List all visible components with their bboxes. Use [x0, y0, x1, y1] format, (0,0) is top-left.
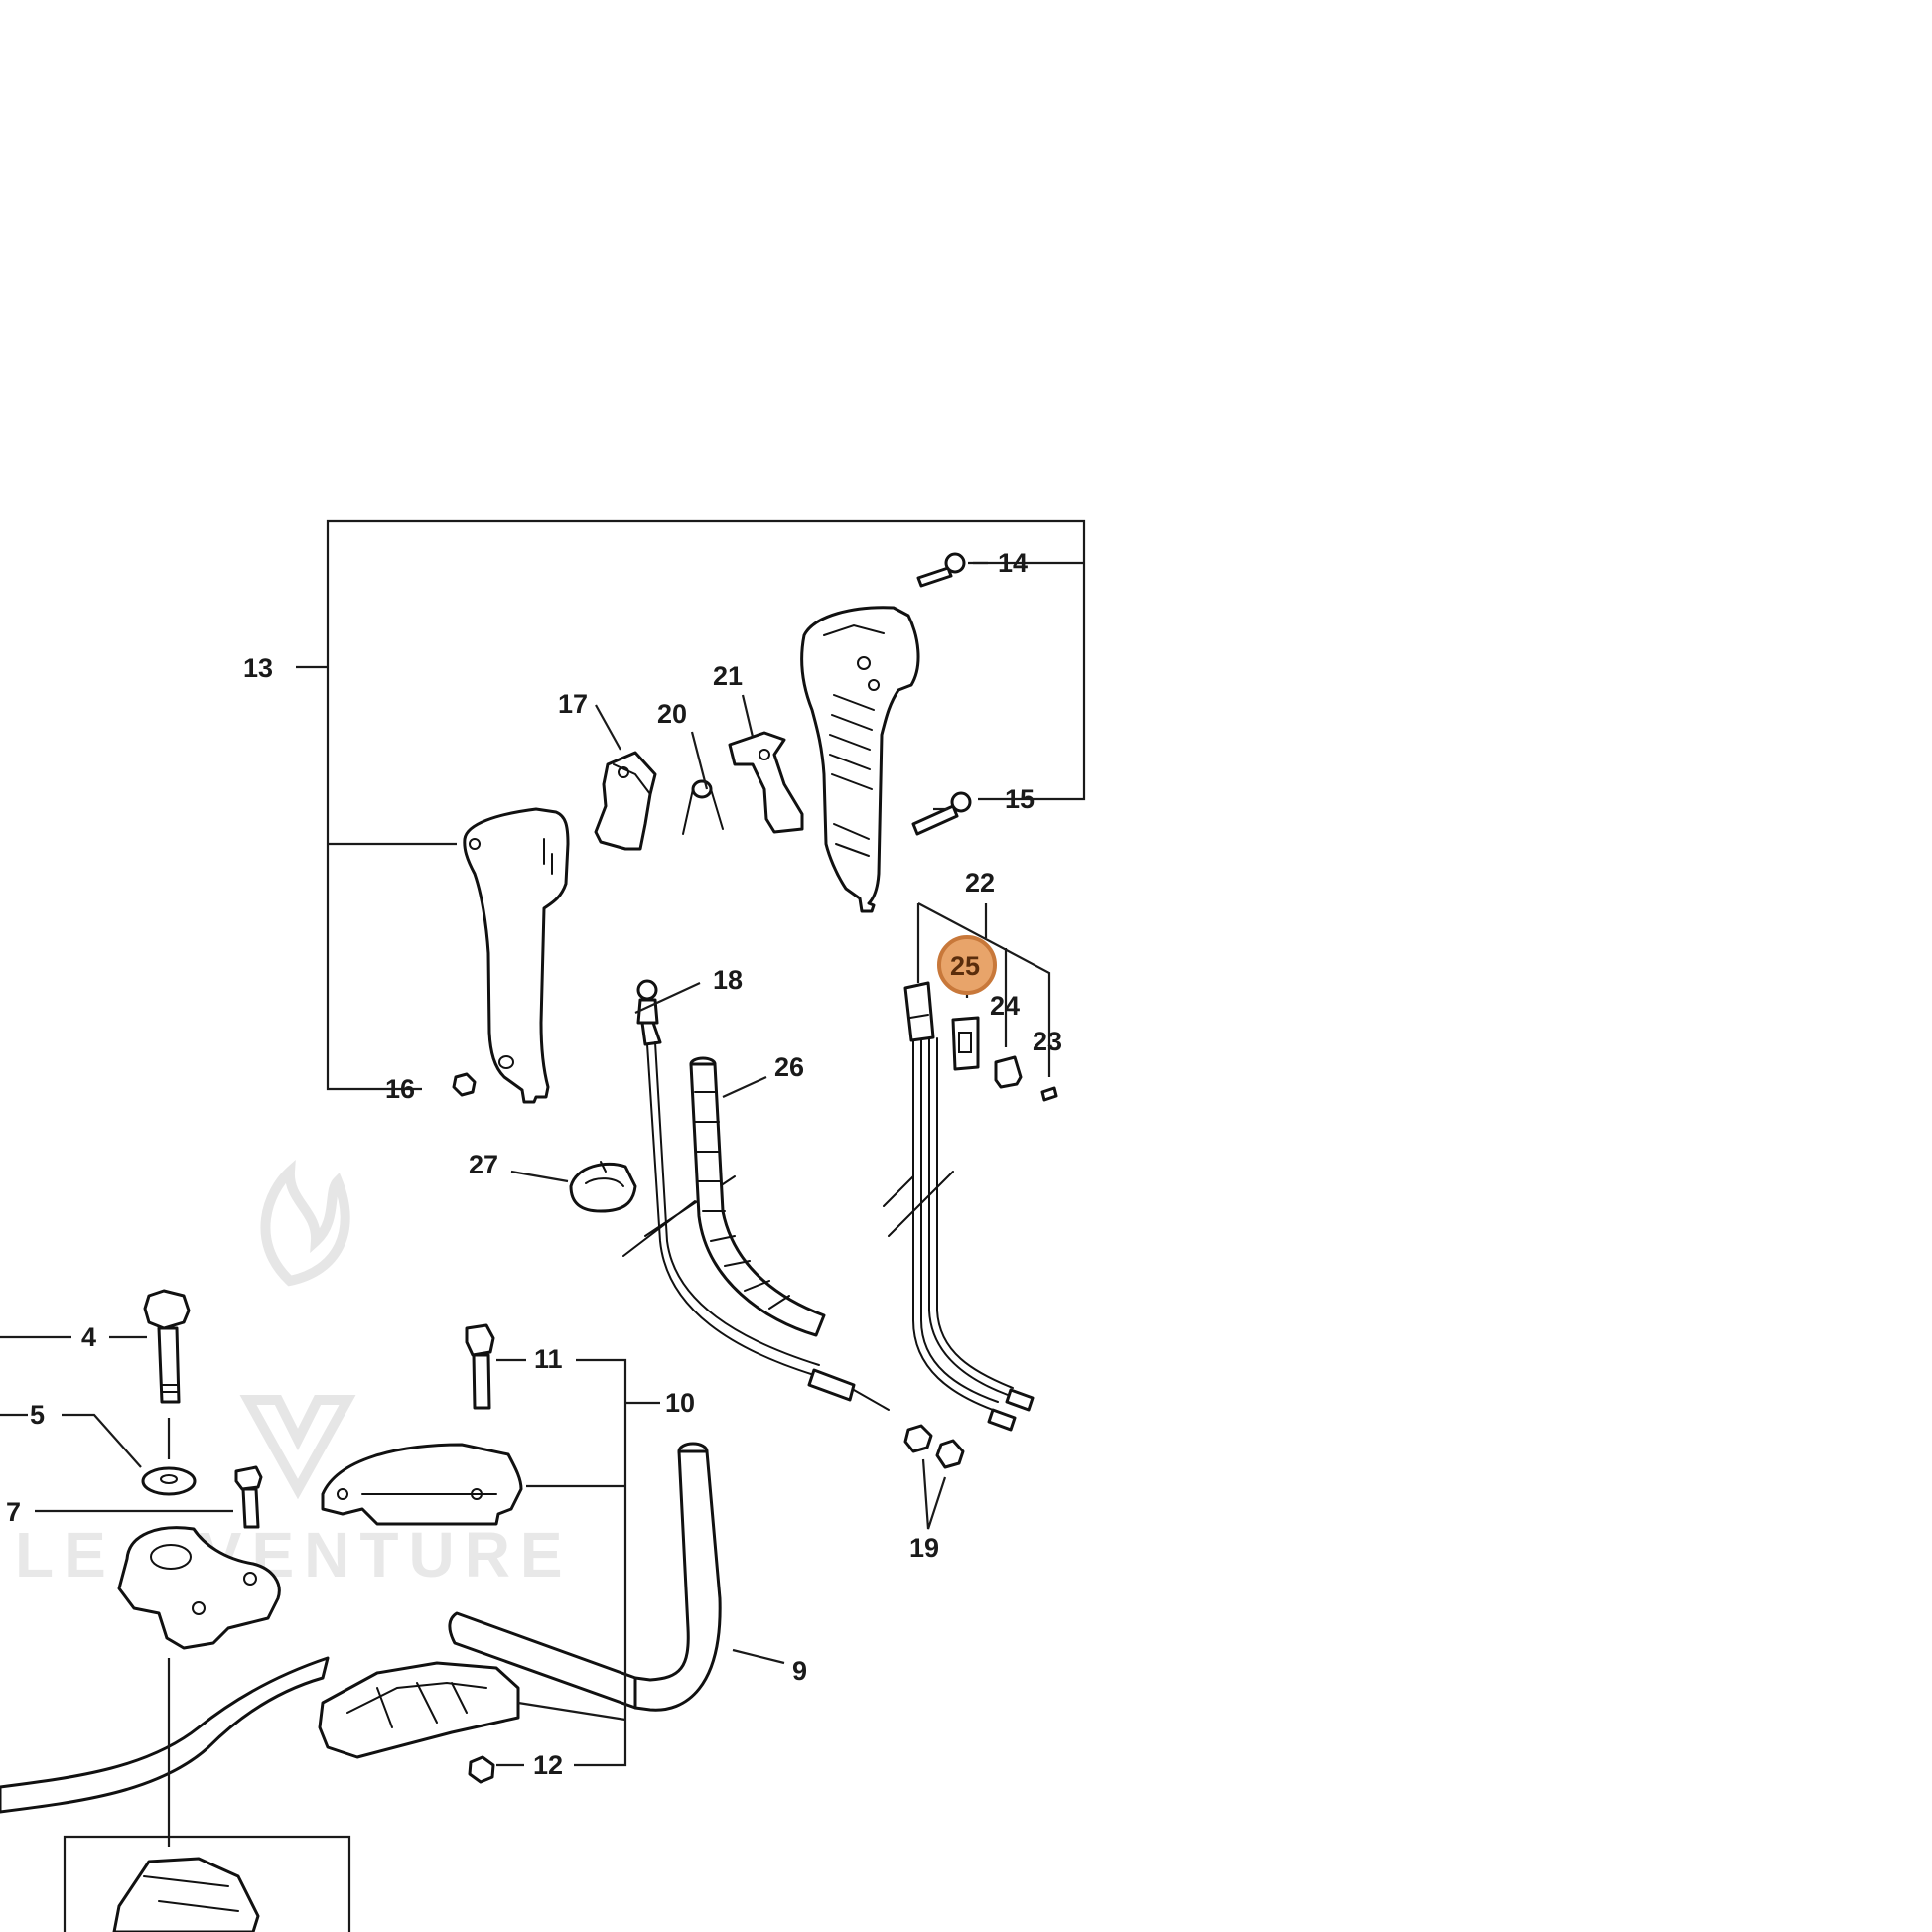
trigger-17[interactable]: [594, 751, 657, 851]
callout-16[interactable]: 16: [385, 1074, 415, 1104]
nut-12[interactable]: [468, 1755, 495, 1784]
bolt-4[interactable]: [143, 1289, 191, 1404]
nut-16[interactable]: [452, 1072, 477, 1097]
handle-half-left[interactable]: [463, 807, 570, 1104]
screw-7[interactable]: [234, 1465, 263, 1529]
throttle-cable-18[interactable]: [622, 979, 890, 1411]
watermark: LE DVENTURE: [15, 1159, 573, 1590]
spring-20[interactable]: [682, 779, 724, 835]
callout-9[interactable]: 9: [792, 1656, 807, 1686]
handle-half-right[interactable]: [800, 606, 920, 913]
callout-labels: 4 5 7 9 10 11 12 13 14 15 16 17 18 19 20…: [6, 548, 1062, 1780]
callout-11[interactable]: 11: [534, 1344, 563, 1374]
callout-4[interactable]: 4: [81, 1322, 96, 1352]
callout-12[interactable]: 12: [533, 1750, 563, 1780]
callout-27[interactable]: 27: [469, 1150, 498, 1179]
callout-7[interactable]: 7: [6, 1497, 21, 1527]
clip-24[interactable]: [994, 1055, 1023, 1089]
v-watermark-icon: [239, 1395, 356, 1500]
callout-14[interactable]: 14: [998, 548, 1028, 578]
nuts-19[interactable]: [903, 1424, 965, 1530]
screw-11[interactable]: [465, 1323, 495, 1410]
callout-22[interactable]: 22: [965, 868, 995, 897]
leader-lines: [0, 807, 948, 1932]
clamp-base[interactable]: [117, 1526, 281, 1650]
grommet-27[interactable]: [569, 1161, 637, 1213]
gasket-25[interactable]: [951, 1016, 980, 1071]
watermark-text: LE DVENTURE: [15, 1519, 573, 1590]
callout-5[interactable]: 5: [30, 1400, 45, 1430]
conduit-26[interactable]: [689, 1056, 826, 1337]
callout-21[interactable]: 21: [713, 661, 743, 691]
handlebar-9[interactable]: [0, 1442, 722, 1814]
upper-clamp-10[interactable]: [321, 1443, 523, 1526]
washer-5[interactable]: [141, 1466, 197, 1496]
wire-harness[interactable]: [883, 981, 1035, 1432]
callout-26[interactable]: 26: [774, 1052, 804, 1082]
callout-19[interactable]: 19: [909, 1533, 939, 1563]
lower-clamp[interactable]: [318, 1661, 520, 1759]
callout-24[interactable]: 24: [990, 991, 1020, 1021]
callout-20[interactable]: 20: [657, 699, 687, 729]
flame-watermark-icon: [260, 1159, 350, 1287]
callout-23[interactable]: 23: [1033, 1027, 1062, 1056]
callout-17[interactable]: 17: [558, 689, 588, 719]
screw-15[interactable]: [911, 791, 972, 836]
callout-25[interactable]: 25: [950, 951, 980, 981]
assembly-bracket-13: [296, 519, 1086, 1091]
callout-13[interactable]: 13: [243, 653, 273, 683]
callout-18[interactable]: 18: [713, 965, 743, 995]
callout-15[interactable]: 15: [1005, 784, 1035, 814]
screw-23[interactable]: [1040, 1086, 1058, 1102]
bottom-base[interactable]: [112, 1857, 260, 1932]
callout-10[interactable]: 10: [665, 1388, 695, 1418]
lever-21[interactable]: [728, 731, 804, 834]
highlight-circle-25: [937, 935, 997, 995]
screw-14[interactable]: [916, 552, 988, 588]
